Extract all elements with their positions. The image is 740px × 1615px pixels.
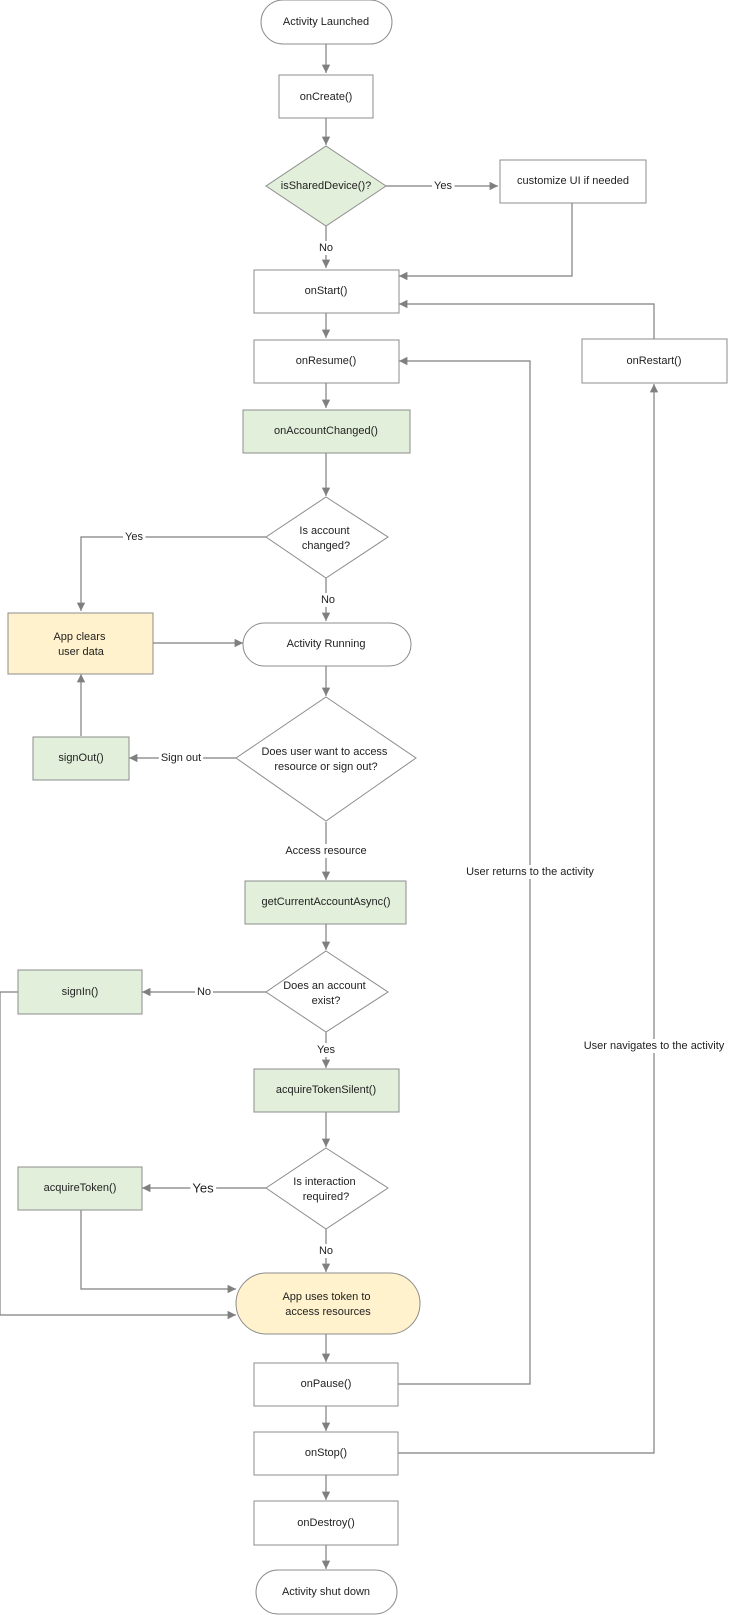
edge-acquiretoken-to-uses — [80, 1209, 236, 1294]
node-activity-running: Activity Running — [242, 622, 412, 667]
node-is-account-changed-label: Is account changed? — [299, 525, 352, 552]
edge-label-backdrop — [316, 241, 336, 255]
edge-label-backdrop — [432, 179, 455, 193]
label-user-navigates: User navigates to the activity — [584, 1040, 725, 1052]
node-account-exist: Does an account exist? — [265, 950, 389, 1033]
node-acquire-token-silent-label: acquireTokenSilent() — [276, 1084, 376, 1096]
node-onstop-label: onStop() — [305, 1447, 347, 1459]
edge-label-backdrop — [315, 1043, 338, 1057]
node-access-or-sign-out-label: Does user want to access resource or sig… — [261, 746, 390, 773]
label-interaction-no: No — [319, 1245, 333, 1257]
nodes: Activity Launched onCreate() isSharedDev… — [7, 0, 728, 1615]
edge-label-backdrop — [158, 751, 204, 765]
node-onstop: onStop() — [253, 1431, 399, 1476]
node-signin: signIn() — [17, 969, 143, 1015]
edge-onrestart-to-onstart — [399, 299, 655, 339]
node-get-current-account: getCurrentAccountAsync() — [244, 880, 407, 925]
node-ondestroy: onDestroy() — [253, 1500, 399, 1546]
node-oncreate-label: onCreate() — [300, 91, 353, 103]
node-onresume-label: onResume() — [296, 355, 357, 367]
edge-label-backdrop — [123, 530, 146, 544]
label-user-returns: User returns to the activity — [466, 866, 594, 878]
label-sign-out: Sign out — [161, 752, 201, 764]
node-activity-running-label: Activity Running — [287, 638, 366, 650]
node-is-shared-device-label: isSharedDevice()? — [281, 180, 371, 192]
node-interaction-required: Is interaction required? — [265, 1147, 389, 1230]
node-activity-shut-down-label: Activity shut down — [282, 1586, 370, 1598]
node-interaction-required-line-1: Is interaction — [293, 1176, 355, 1188]
node-is-account-changed-line-1: Is account — [299, 525, 349, 537]
node-onrestart: onRestart() — [581, 338, 728, 384]
edge-label-backdrop — [194, 985, 214, 999]
node-onstart-label: onStart() — [305, 285, 348, 297]
node-onaccountchanged-label: onAccountChanged() — [274, 425, 378, 437]
node-onstart: onStart() — [253, 269, 400, 314]
edge-label-backdrop — [190, 1179, 217, 1197]
node-acquire-token-label: acquireToken() — [44, 1182, 117, 1194]
node-app-clears-line-2: user data — [58, 646, 105, 658]
node-app-uses-token-label: App uses token to access resources — [282, 1291, 373, 1318]
node-app-clears-line-1: App clears — [53, 631, 105, 643]
node-acquire-token: acquireToken() — [17, 1166, 143, 1211]
node-acquire-token-silent: acquireTokenSilent() — [253, 1068, 400, 1113]
node-onpause-label: onPause() — [301, 1378, 352, 1390]
edge-label-backdrop — [464, 865, 597, 879]
label-shared-yes: Yes — [434, 180, 452, 192]
node-oncreate: onCreate() — [278, 74, 374, 119]
node-activity-launched-label: Activity Launched — [283, 16, 369, 28]
label-access-resource: Access resource — [285, 845, 366, 857]
node-activity-launched: Activity Launched — [260, 0, 393, 45]
node-account-exist-line-2: exist? — [312, 995, 341, 1007]
node-access-or-sign-out-line-1: Does user want to access — [261, 746, 387, 758]
node-onresume: onResume() — [253, 339, 400, 384]
label-changed-no: No — [321, 594, 335, 606]
label-interaction-yes: Yes — [192, 1181, 214, 1196]
node-account-exist-label: Does an account exist? — [283, 980, 369, 1007]
node-account-exist-line-1: Does an account — [283, 980, 366, 992]
edge-label-backdrop — [581, 1039, 727, 1053]
label-changed-yes: Yes — [125, 531, 143, 543]
edge-changed-yes — [76, 536, 266, 611]
node-app-clears-user-data-label: App clears user data — [53, 631, 108, 658]
node-is-shared-device: isSharedDevice()? — [265, 145, 387, 227]
edge-label-backdrop — [283, 844, 369, 858]
edge-customize-to-onstart — [399, 203, 573, 281]
node-app-uses-token-line-2: access resources — [285, 1306, 371, 1318]
node-onpause: onPause() — [253, 1362, 399, 1407]
label-exist-yes: Yes — [317, 1044, 335, 1056]
node-interaction-required-line-2: required? — [303, 1191, 349, 1203]
edge-onstop-to-onrestart — [398, 384, 659, 1454]
node-access-or-sign-out: Does user want to access resource or sig… — [235, 696, 417, 822]
node-app-uses-token: App uses token to access resources — [235, 1272, 421, 1335]
node-get-current-account-label: getCurrentAccountAsync() — [262, 896, 391, 908]
node-signin-label: signIn() — [62, 986, 99, 998]
node-signout-label: signOut() — [58, 752, 103, 764]
node-access-or-sign-out-line-2: resource or sign out? — [274, 761, 377, 773]
node-customize-ui: customize UI if needed — [499, 159, 647, 204]
node-customize-ui-label: customize UI if needed — [517, 175, 629, 187]
node-ondestroy-label: onDestroy() — [297, 1517, 354, 1529]
label-exist-no: No — [197, 986, 211, 998]
node-is-account-changed-line-2: changed? — [302, 540, 350, 552]
edge-label-backdrop — [318, 593, 338, 607]
node-is-account-changed: Is account changed? — [265, 496, 389, 579]
node-onaccountchanged: onAccountChanged() — [242, 409, 411, 454]
node-app-clears-user-data: App clears user data — [7, 612, 154, 675]
node-interaction-required-label: Is interaction required? — [293, 1176, 358, 1203]
edge-labels: Yes No Yes No Sign out Access resource N… — [123, 179, 727, 1258]
edge-label-backdrop — [316, 1244, 336, 1258]
label-shared-no: No — [319, 242, 333, 254]
edge-signin-to-uses — [0, 991, 236, 1320]
node-onrestart-label: onRestart() — [626, 355, 681, 367]
node-signout: signOut() — [32, 736, 130, 781]
node-activity-shut-down: Activity shut down — [255, 1569, 398, 1615]
node-app-uses-token-line-1: App uses token to — [282, 1291, 370, 1303]
